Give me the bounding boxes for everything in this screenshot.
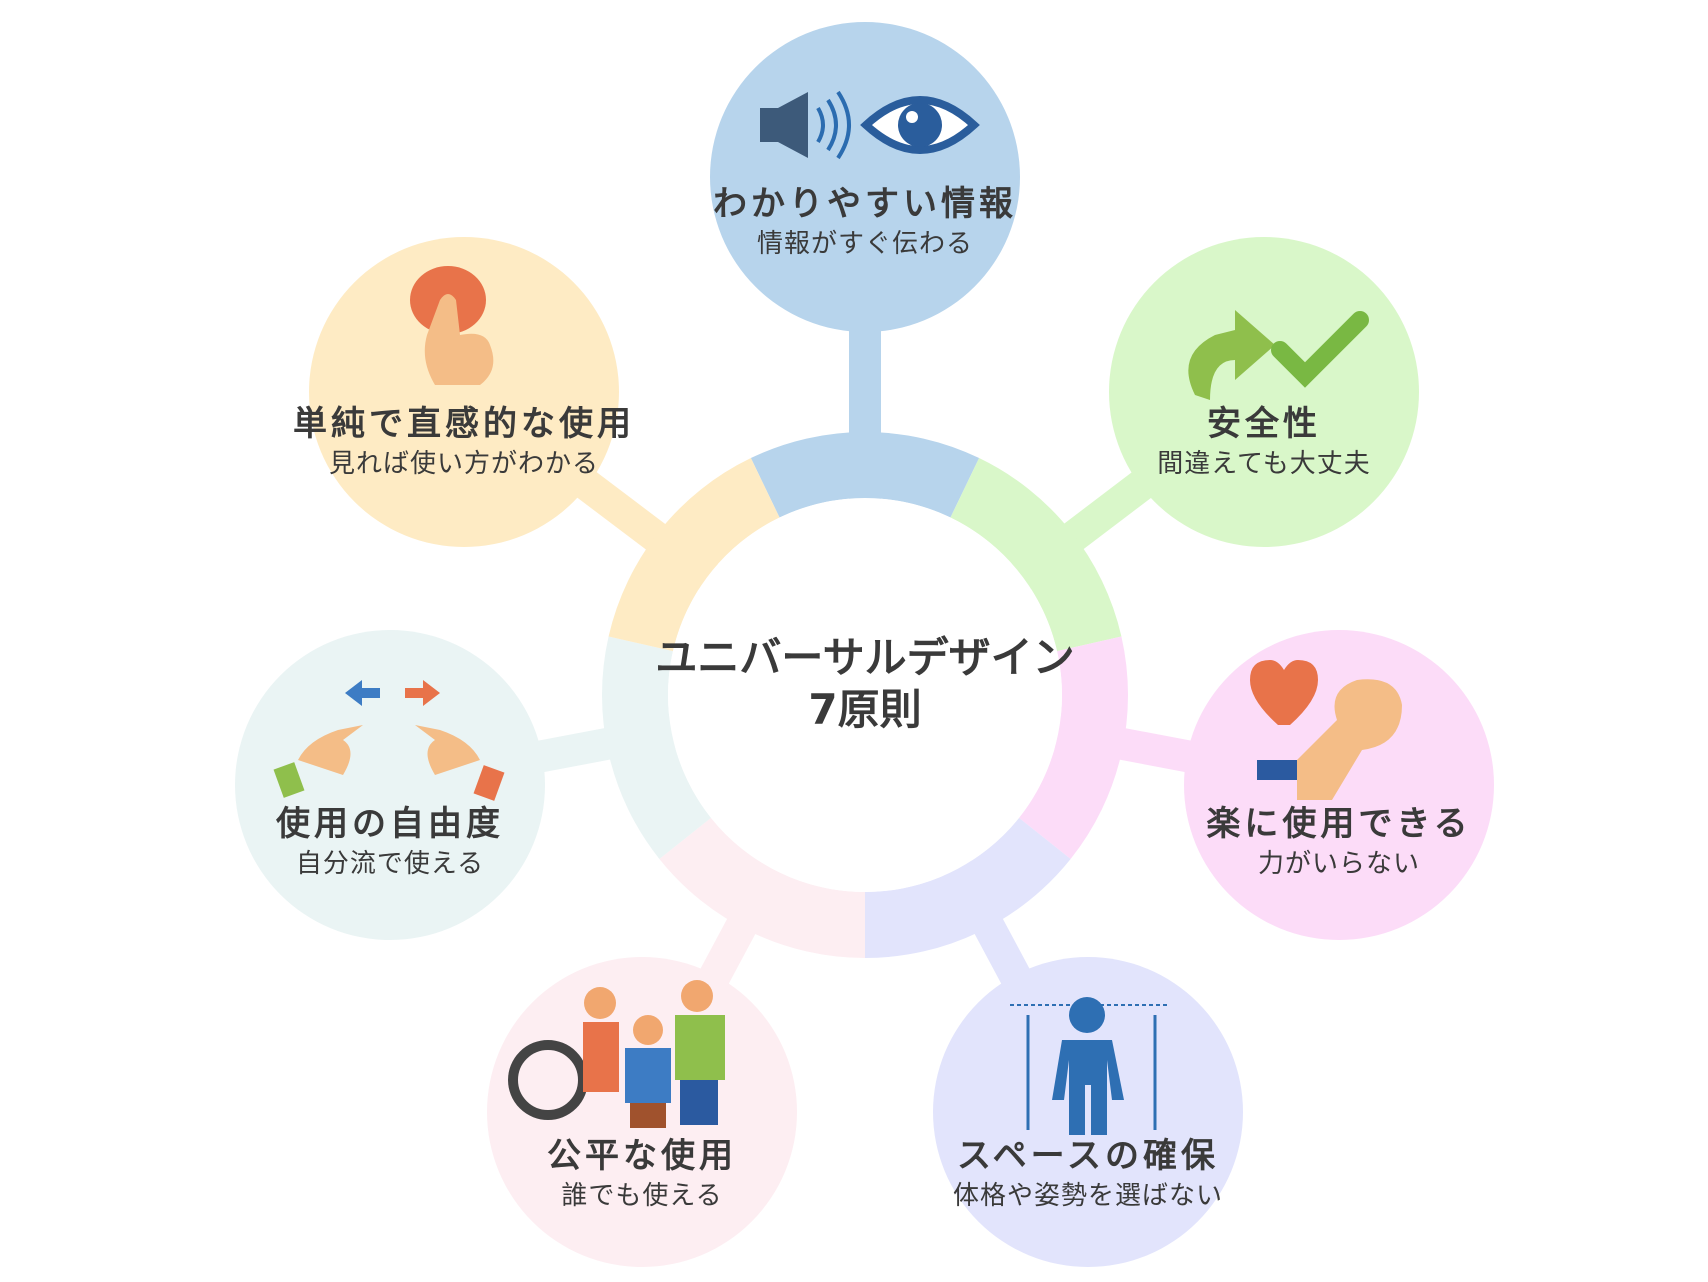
speaker-eye-icon — [760, 90, 980, 160]
center-title-line2: 7原則 — [808, 685, 921, 734]
ring-segment — [659, 817, 865, 958]
heart-arm-icon — [1250, 660, 1402, 800]
principle-title: わかりやすい情報 — [713, 184, 1017, 224]
principle-subtitle: 体格や姿勢を選ばない — [953, 1181, 1223, 1211]
principle-title: 使用の自由度 — [275, 804, 504, 844]
principle-title: スペースの確保 — [957, 1136, 1219, 1176]
principle-circle — [933, 957, 1243, 1267]
principle-circle — [235, 630, 545, 940]
arrow-check-icon — [1188, 310, 1369, 400]
principle-subtitle: 間違えても大丈夫 — [1157, 449, 1370, 479]
principle-title: 単純で直感的な使用 — [293, 404, 635, 444]
diverse-people-icon — [508, 980, 725, 1128]
ring-segment — [608, 458, 780, 652]
principle-subtitle: 力がいらない — [1258, 849, 1420, 879]
ring-segment — [750, 432, 980, 518]
ring-segment — [1019, 636, 1128, 859]
principle-subtitle: 見れば使い方がわかる — [329, 449, 599, 479]
pointing-hands-icon — [273, 680, 505, 801]
principle-subtitle: 自分流で使える — [296, 849, 484, 879]
principle-subtitle: 情報がすぐ伝わる — [757, 229, 973, 259]
ring-segment — [601, 636, 711, 859]
ring-segment — [950, 458, 1122, 652]
principle-circle — [1109, 237, 1419, 547]
principle-title: 楽に使用できる — [1206, 804, 1471, 844]
principle-circle — [309, 237, 619, 547]
person-space-icon — [1010, 997, 1170, 1135]
ring-segment — [865, 817, 1071, 958]
principle-title: 公平な使用 — [547, 1136, 737, 1176]
principle-title: 安全性 — [1207, 404, 1321, 444]
press-button-icon — [410, 266, 494, 385]
principle-subtitle: 誰でも使える — [561, 1181, 722, 1211]
center-title-line1: ユニバーサルデザイン — [655, 633, 1074, 682]
principle-circle — [710, 22, 1020, 332]
center-circle — [668, 498, 1062, 892]
